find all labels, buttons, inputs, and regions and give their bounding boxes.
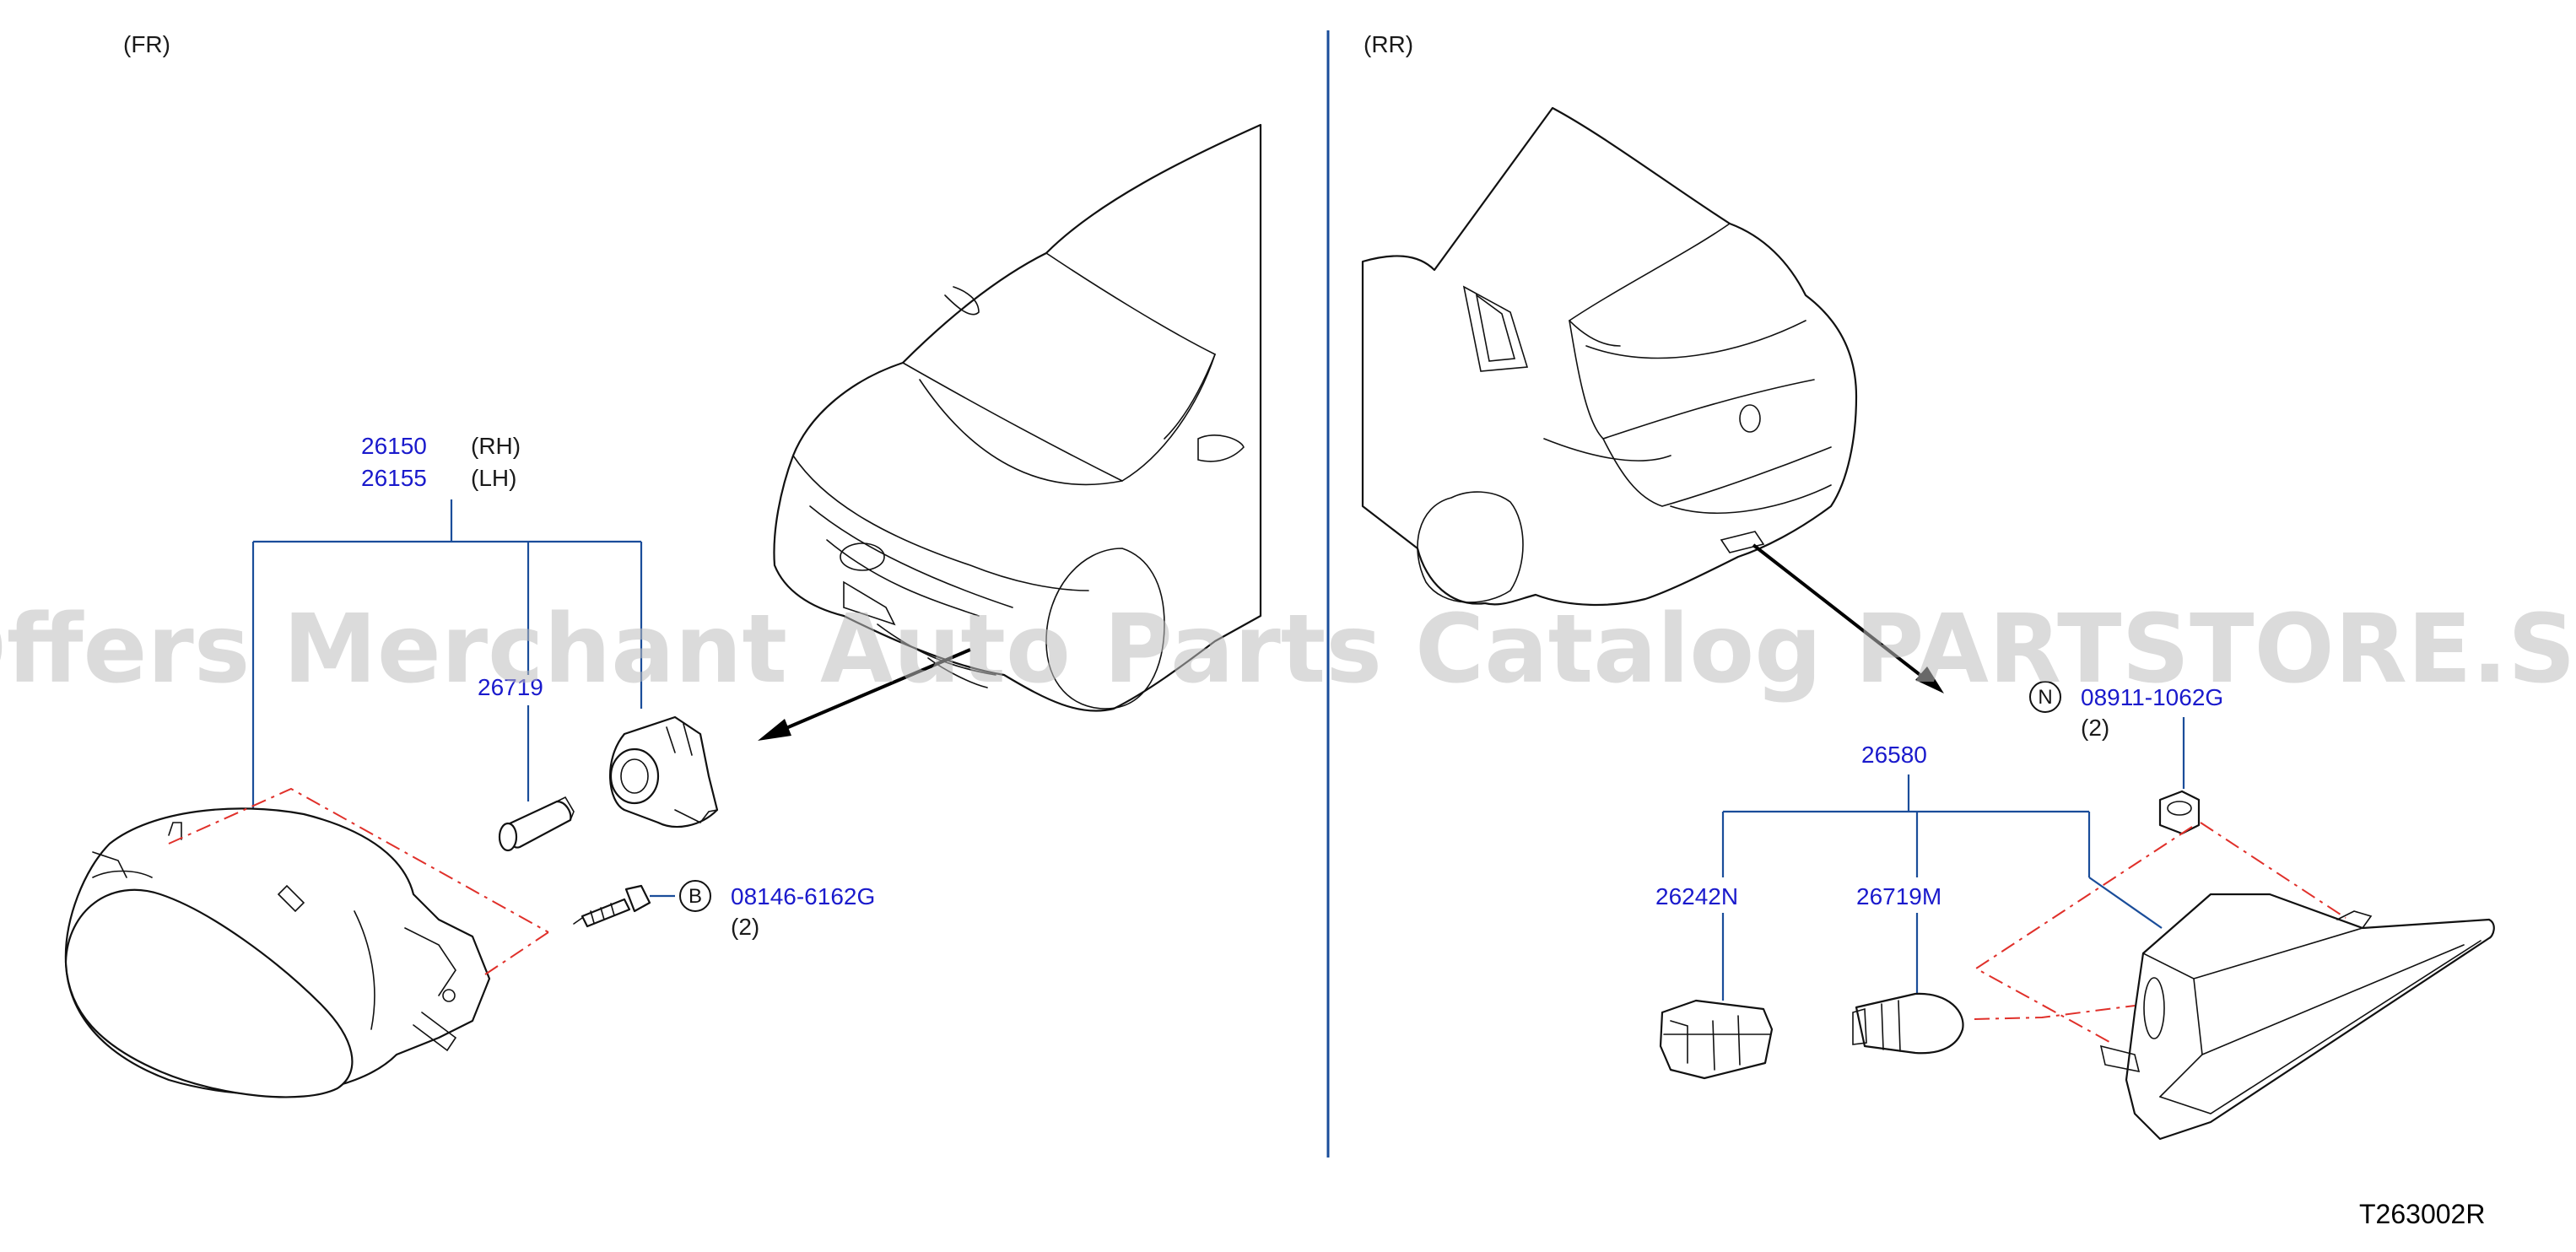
front-fog-lamp	[64, 807, 491, 1098]
front-leader-lines	[251, 499, 643, 810]
screw-badge-letter: B	[689, 885, 702, 908]
part-number-rear-socket[interactable]: 26242N	[1655, 883, 1738, 909]
side-label-rh: (RH)	[471, 433, 521, 459]
rear-socket	[1659, 999, 1774, 1080]
rear-car-illustration	[1361, 106, 1858, 607]
nut-badge-letter: N	[2038, 686, 2052, 709]
rear-section-label: (RR)	[1364, 31, 1413, 57]
part-number-screw[interactable]: 08146-6162G	[731, 883, 875, 909]
front-phantom-lines	[168, 787, 549, 975]
nut-badge	[2029, 681, 2061, 713]
rear-leader-lines	[1721, 774, 2163, 1001]
front-bulb	[498, 796, 575, 852]
front-screw	[573, 884, 651, 928]
watermark-text: Offers Merchant Auto Parts Catalog PARTS…	[0, 595, 2576, 704]
front-section-label: (FR)	[123, 31, 170, 57]
rear-phantom-lines	[1974, 822, 2346, 1043]
front-car-illustration	[773, 123, 1262, 712]
rear-nut	[2158, 790, 2201, 835]
part-number-rear-assembly[interactable]: 26580	[1861, 742, 1927, 768]
figure-code: T263002R	[2359, 1199, 2485, 1229]
rear-location-arrow	[1752, 543, 1944, 693]
part-number-rear-bulb[interactable]: 26719M	[1856, 883, 1941, 909]
screw-quantity: (2)	[731, 914, 759, 940]
side-label-lh: (LH)	[471, 465, 516, 491]
nut-quantity: (2)	[2081, 715, 2109, 741]
front-socket	[608, 715, 719, 828]
part-number-rh[interactable]: 26150	[361, 433, 427, 459]
front-location-arrow	[758, 648, 971, 741]
rear-bulb	[1852, 992, 1964, 1055]
rear-lamp	[2099, 893, 2495, 1141]
screw-badge	[679, 880, 711, 912]
part-number-front-bulb[interactable]: 26719	[478, 674, 543, 700]
part-number-lh[interactable]: 26155	[361, 465, 427, 491]
part-number-nut[interactable]: 08911-1062G	[2081, 684, 2223, 710]
